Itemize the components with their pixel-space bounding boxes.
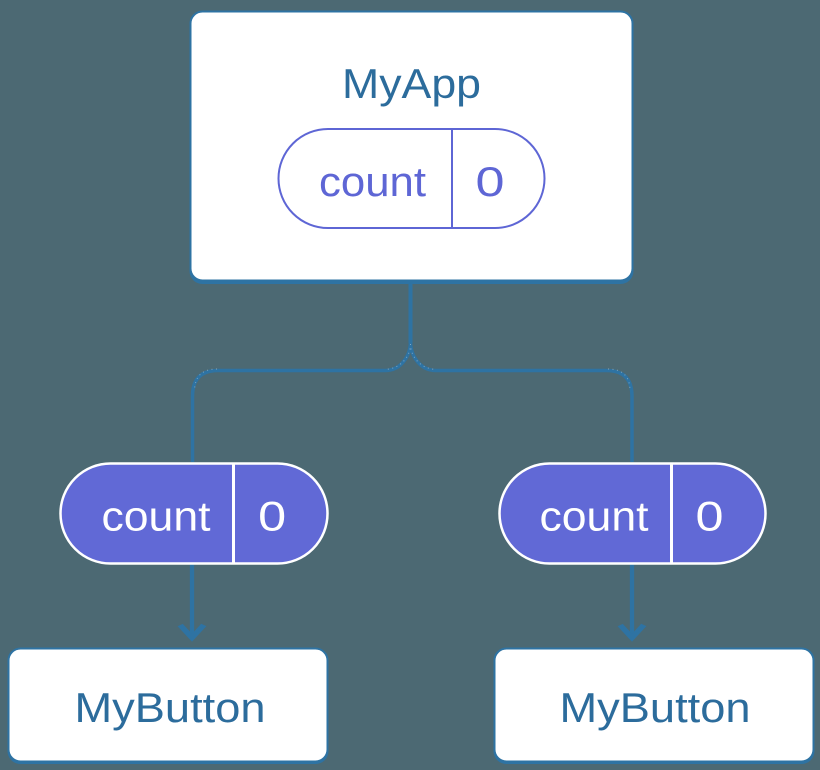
svg-text:count: count xyxy=(102,493,211,540)
svg-text:0: 0 xyxy=(696,493,724,540)
svg-text:MyApp: MyApp xyxy=(342,60,481,107)
svg-text:MyButton: MyButton xyxy=(75,684,266,731)
svg-text:count: count xyxy=(319,158,426,205)
svg-text:0: 0 xyxy=(476,158,505,205)
svg-text:0: 0 xyxy=(258,493,286,540)
svg-text:MyButton: MyButton xyxy=(560,684,751,731)
svg-text:count: count xyxy=(540,493,649,540)
